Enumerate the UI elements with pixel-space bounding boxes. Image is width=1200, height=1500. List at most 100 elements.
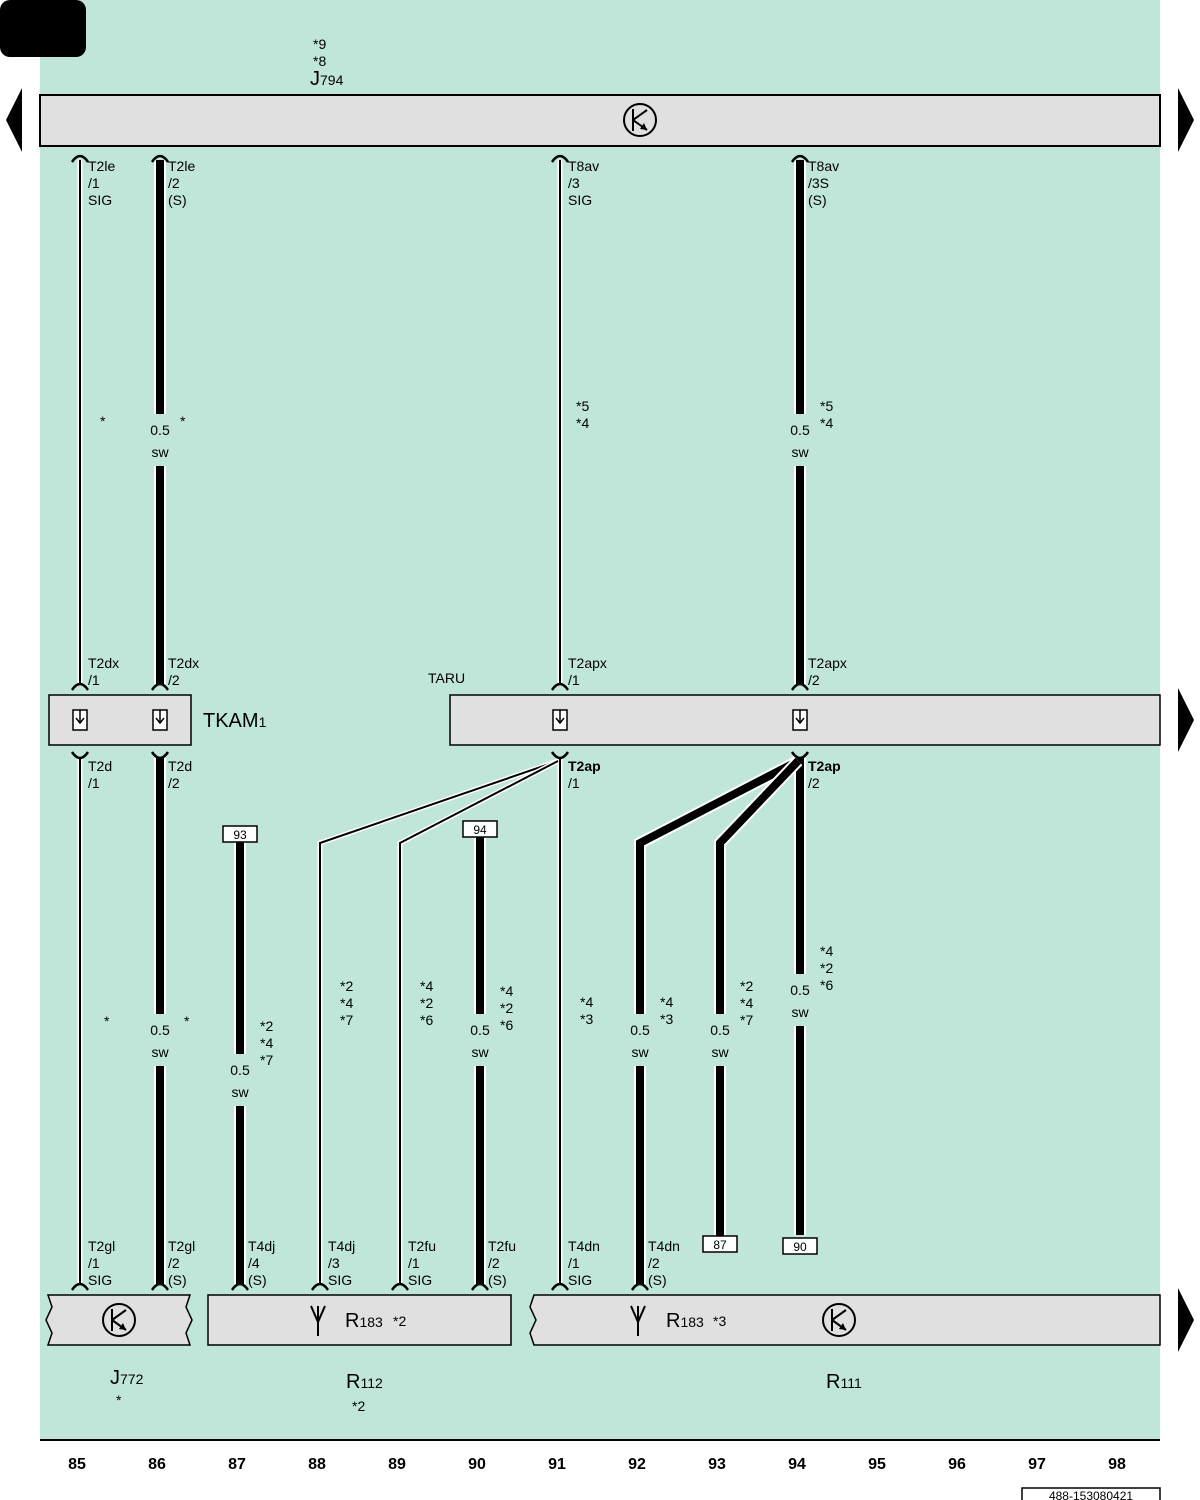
ref-box-93[interactable]: 93: [222, 825, 258, 843]
wire-90[interactable]: [465, 837, 495, 1284]
svg-text:SIG: SIG: [88, 1272, 112, 1288]
wire-89[interactable]: [397, 758, 560, 1284]
svg-text:/1: /1: [408, 1255, 420, 1271]
svg-text:0.5: 0.5: [470, 1022, 490, 1038]
ref-box-94[interactable]: 94: [462, 820, 498, 838]
svg-text:*7: *7: [260, 1052, 273, 1068]
svg-text:T4dn: T4dn: [648, 1238, 680, 1254]
svg-text:/1: /1: [88, 175, 100, 191]
labels-lower: 0.5 sw *2 *4 *7 T4dj /4 (S) *2 *4 *7 T4d…: [230, 978, 753, 1288]
svg-text:90: 90: [793, 1240, 807, 1254]
svg-text:T2fu: T2fu: [488, 1238, 516, 1254]
column-number: 91: [548, 1456, 566, 1473]
transistor-icon: [822, 1303, 856, 1337]
svg-text:*2: *2: [500, 1000, 513, 1016]
svg-text:/2: /2: [488, 1255, 500, 1271]
svg-text:*: *: [184, 1013, 190, 1029]
svg-text:(S): (S): [168, 192, 187, 208]
svg-text:*4: *4: [820, 943, 833, 959]
r111-label: R111: [826, 1371, 862, 1393]
svg-text:T2fu: T2fu: [408, 1238, 436, 1254]
j794-label: J794: [310, 68, 344, 90]
svg-text:/2: /2: [168, 1255, 180, 1271]
nav-left-arrow-icon[interactable]: [6, 88, 22, 152]
component-r112[interactable]: R183 *2 R112 *2: [207, 1294, 512, 1414]
svg-text:*4: *4: [260, 1035, 273, 1051]
svg-text:T2dx: T2dx: [88, 655, 119, 671]
svg-text:*: *: [104, 1013, 110, 1029]
svg-text:/1: /1: [568, 1255, 580, 1271]
component-j772[interactable]: J772 *: [45, 1294, 193, 1408]
svg-text:T2le: T2le: [168, 158, 195, 174]
svg-text:*2: *2: [340, 978, 353, 994]
svg-text:*4: *4: [340, 995, 353, 1011]
svg-text:*6: *6: [500, 1017, 513, 1033]
column-number: 95: [868, 1456, 886, 1473]
svg-text:(S): (S): [648, 1272, 667, 1288]
transistor-icon: [102, 1303, 136, 1337]
svg-text:T2gl: T2gl: [168, 1238, 195, 1254]
transistor-icon: [623, 103, 657, 137]
column-number: 94: [788, 1456, 806, 1473]
svg-text:sw: sw: [231, 1084, 249, 1100]
svg-text:*7: *7: [740, 1012, 753, 1028]
antenna-icon: [630, 1305, 646, 1336]
nav-right-arrow-mid-icon[interactable]: [1178, 688, 1194, 752]
j794-note-2: *8: [313, 53, 326, 69]
svg-text:/2: /2: [168, 175, 180, 191]
svg-text:/4: /4: [248, 1255, 260, 1271]
svg-text:*4: *4: [820, 415, 833, 431]
component-j794[interactable]: *9 *8 J794: [39, 36, 1161, 147]
svg-text:T8av: T8av: [808, 158, 839, 174]
wire-87[interactable]: [225, 842, 255, 1284]
wire-94[interactable]: [785, 160, 815, 1235]
svg-text:*4: *4: [420, 978, 433, 994]
svg-text:/2: /2: [648, 1255, 660, 1271]
wire-92[interactable]: [625, 755, 801, 1284]
svg-text:0.5: 0.5: [150, 1022, 170, 1038]
svg-text:/1: /1: [568, 672, 580, 688]
connector-symbols: [70, 154, 810, 1291]
svg-text:/1: /1: [88, 1255, 100, 1271]
svg-text:(S): (S): [488, 1272, 507, 1288]
svg-text:sw: sw: [791, 444, 809, 460]
ref-box-90[interactable]: 90: [782, 1237, 818, 1255]
svg-text:T2d: T2d: [168, 758, 192, 774]
svg-text:*5: *5: [820, 398, 833, 414]
svg-text:*4: *4: [660, 994, 673, 1010]
column-number: 88: [308, 1456, 326, 1473]
column-number: 85: [68, 1456, 86, 1473]
r112-note: *2: [352, 1398, 365, 1414]
wire-86[interactable]: [145, 160, 175, 1284]
component-r111[interactable]: R183 *3 R111: [529, 1294, 1161, 1393]
page-tab: [0, 0, 86, 57]
j794-note-1: *9: [313, 36, 326, 52]
svg-text:T2d: T2d: [88, 758, 112, 774]
ref-box-87[interactable]: 87: [702, 1235, 738, 1253]
svg-text:SIG: SIG: [568, 192, 592, 208]
svg-text:/2: /2: [808, 672, 820, 688]
page-code: 488-153080421: [1021, 1487, 1161, 1500]
svg-text:/1: /1: [88, 672, 100, 688]
component-taru[interactable]: TARU: [428, 670, 1161, 746]
svg-text:94: 94: [473, 823, 487, 837]
nav-right-arrow-top-icon[interactable]: [1178, 88, 1194, 152]
svg-text:*2: *2: [260, 1018, 273, 1034]
svg-text:0.5: 0.5: [230, 1062, 250, 1078]
column-number: 92: [628, 1456, 646, 1473]
svg-text:T2dx: T2dx: [168, 655, 199, 671]
r183a-label: R183: [345, 1310, 383, 1332]
nav-right-arrow-bottom-icon[interactable]: [1178, 1288, 1194, 1352]
svg-text:SIG: SIG: [568, 1272, 592, 1288]
wire-88[interactable]: [317, 758, 559, 1284]
svg-text:T4dj: T4dj: [248, 1238, 275, 1254]
svg-text:T2le: T2le: [88, 158, 115, 174]
svg-text:87: 87: [713, 1238, 727, 1252]
svg-text:T2apx: T2apx: [568, 655, 607, 671]
svg-text:*2: *2: [740, 978, 753, 994]
column-number: 93: [708, 1456, 726, 1473]
wire-93[interactable]: [705, 756, 803, 1236]
svg-text:T2ap: T2ap: [568, 758, 601, 774]
